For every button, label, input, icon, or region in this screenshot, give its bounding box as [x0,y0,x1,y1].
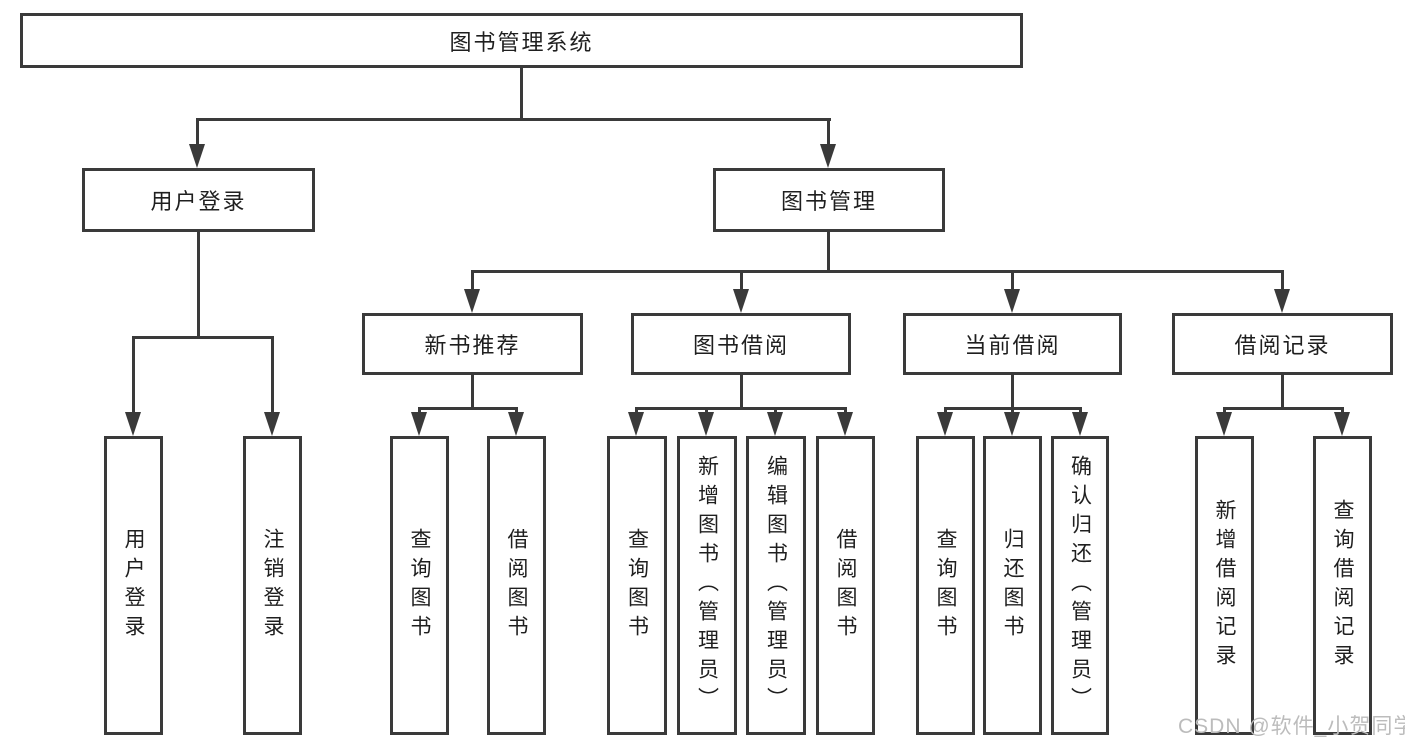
node-borrow-record: 借阅记录 [1172,313,1393,375]
leaf-label: 查询图书 [934,527,957,644]
connector-to-leaf [635,407,638,415]
connector-to-leaf [132,336,135,414]
node-book-borrow: 图书借阅 [631,313,851,375]
leaf-add-borrow-record: 新增借阅记录 [1195,436,1254,735]
connector-to-leaf [1011,407,1014,415]
arrowhead-down-icon [1216,412,1232,436]
connector-to-leaf [844,407,847,415]
connector-to-leaf [271,336,274,414]
leaf-label: 注销登录 [261,527,284,644]
leaf-label: 归还图书 [1001,527,1024,644]
connector-to-current-borrow [1011,270,1014,292]
leaf-label: 新增借阅记录 [1213,498,1236,673]
connector-to-book-borrow [740,270,743,292]
connector-to-leaf [944,407,947,415]
leaf-logout: 注销登录 [243,436,302,735]
leaf-add-books-admin: 新增图书（管理员） [677,436,737,735]
leaf-query-borrow-record: 查询借阅记录 [1313,436,1372,735]
connector-user-login-stem [197,232,200,336]
node-user-login: 用户登录 [82,168,315,232]
connector-new-book-recommend-branch [419,407,518,410]
connector-to-borrow-record [1281,270,1284,292]
leaf-label: 查询图书 [625,527,649,644]
leaf-label: 查询借阅记录 [1331,498,1354,673]
arrowhead-down-icon [189,144,205,168]
leaf-query-books: 查询图书 [916,436,975,735]
node-current-borrow: 当前借阅 [903,313,1122,375]
leaf-label: 借阅图书 [505,527,528,644]
arrowhead-down-icon [1004,412,1020,436]
arrowhead-down-icon [464,289,480,313]
arrowhead-down-icon [1072,412,1088,436]
leaf-label: 确认归还（管理员） [1068,455,1092,716]
arrowhead-down-icon [1334,412,1350,436]
connector-to-leaf [1223,407,1226,415]
arrowhead-down-icon [1004,289,1020,313]
arrowhead-down-icon [837,412,853,436]
node-book-management: 图书管理 [713,168,945,232]
connector-root-to-book-management [827,118,830,146]
arrowhead-down-icon [698,412,714,436]
connector-to-leaf [1079,407,1082,415]
leaf-label: 编辑图书（管理员） [764,455,788,716]
arrowhead-down-icon [820,144,836,168]
connector-current-borrow-stem [1011,375,1014,407]
connector-to-leaf [774,407,777,415]
connector-to-leaf [418,407,421,415]
node-library-system: 图书管理系统 [20,13,1023,68]
connector-to-leaf [1341,407,1344,415]
leaf-user-login: 用户登录 [104,436,163,735]
arrowhead-down-icon [508,412,524,436]
connector-borrow-record-branch [1223,407,1344,410]
connector-new-book-recommend-stem [471,375,474,407]
arrowhead-down-icon [767,412,783,436]
leaf-confirm-return-admin: 确认归还（管理员） [1051,436,1109,735]
connector-root-stem [520,68,523,118]
connector-book-borrow-branch [636,407,846,410]
leaf-label: 借阅图书 [834,527,857,644]
arrowhead-down-icon [411,412,427,436]
arrowhead-down-icon [937,412,953,436]
connector-user-login-branch [132,336,274,339]
leaf-label: 查询图书 [408,527,431,644]
leaf-query-books: 查询图书 [607,436,667,735]
csdn-watermark: CSDN @软件_小贺同学 [1178,715,1405,738]
node-new-book-recommend: 新书推荐 [362,313,583,375]
leaf-label: 新增图书（管理员） [695,455,719,716]
arrowhead-down-icon [125,412,141,436]
connector-to-leaf [705,407,708,415]
connector-book-borrow-stem [740,375,743,407]
arrowhead-down-icon [264,412,280,436]
arrowhead-down-icon [733,289,749,313]
connector-borrow-record-stem [1281,375,1284,407]
leaf-edit-books-admin: 编辑图书（管理员） [746,436,806,735]
leaf-borrow-books: 借阅图书 [487,436,546,735]
leaf-return-books: 归还图书 [983,436,1042,735]
connector-to-new-book-recommend [471,270,474,292]
leaf-query-books: 查询图书 [390,436,449,735]
connector-root-branch [197,118,831,121]
connector-to-leaf [515,407,518,415]
connector-root-to-user-login [196,118,199,146]
connector-book-management-branch [471,270,1283,273]
leaf-label: 用户登录 [122,527,145,644]
arrowhead-down-icon [1274,289,1290,313]
connector-book-management-stem [827,232,830,270]
leaf-borrow-books: 借阅图书 [816,436,875,735]
arrowhead-down-icon [628,412,644,436]
